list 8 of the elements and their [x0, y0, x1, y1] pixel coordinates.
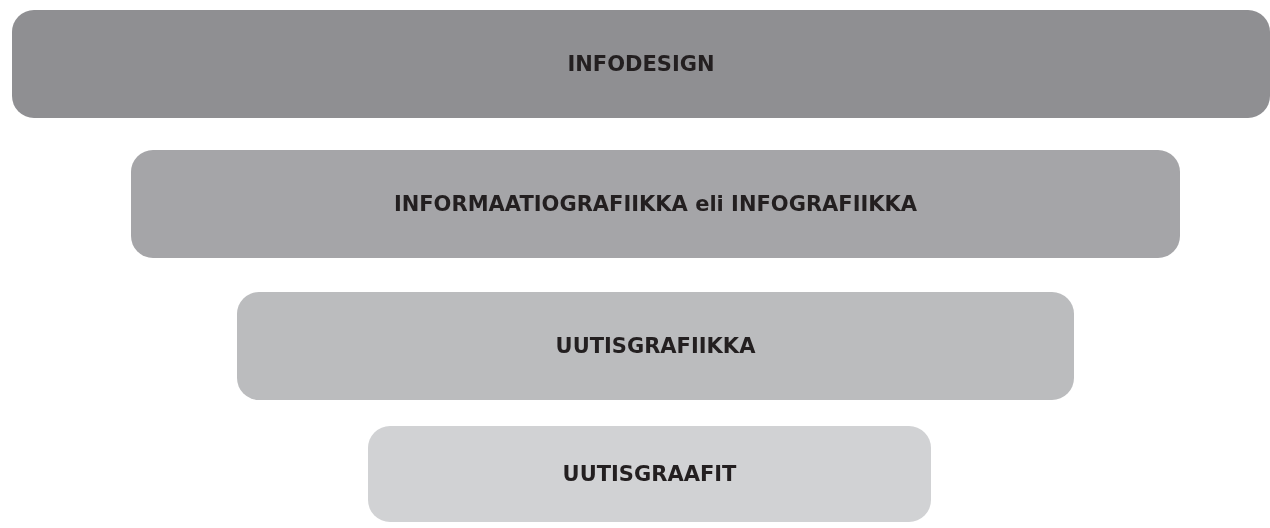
level-label: UUTISGRAAFIT	[562, 462, 737, 486]
level-label: INFODESIGN	[567, 52, 715, 76]
level-label: UUTISGRAFIIKKA	[555, 334, 756, 358]
level-bar	[131, 150, 1180, 258]
level-label: INFORMAATIOGRAFIIKKA eli INFOGRAFIIKKA	[393, 192, 918, 216]
level-bar	[12, 10, 1270, 118]
level-bar	[237, 292, 1074, 400]
level-bar	[368, 426, 931, 522]
